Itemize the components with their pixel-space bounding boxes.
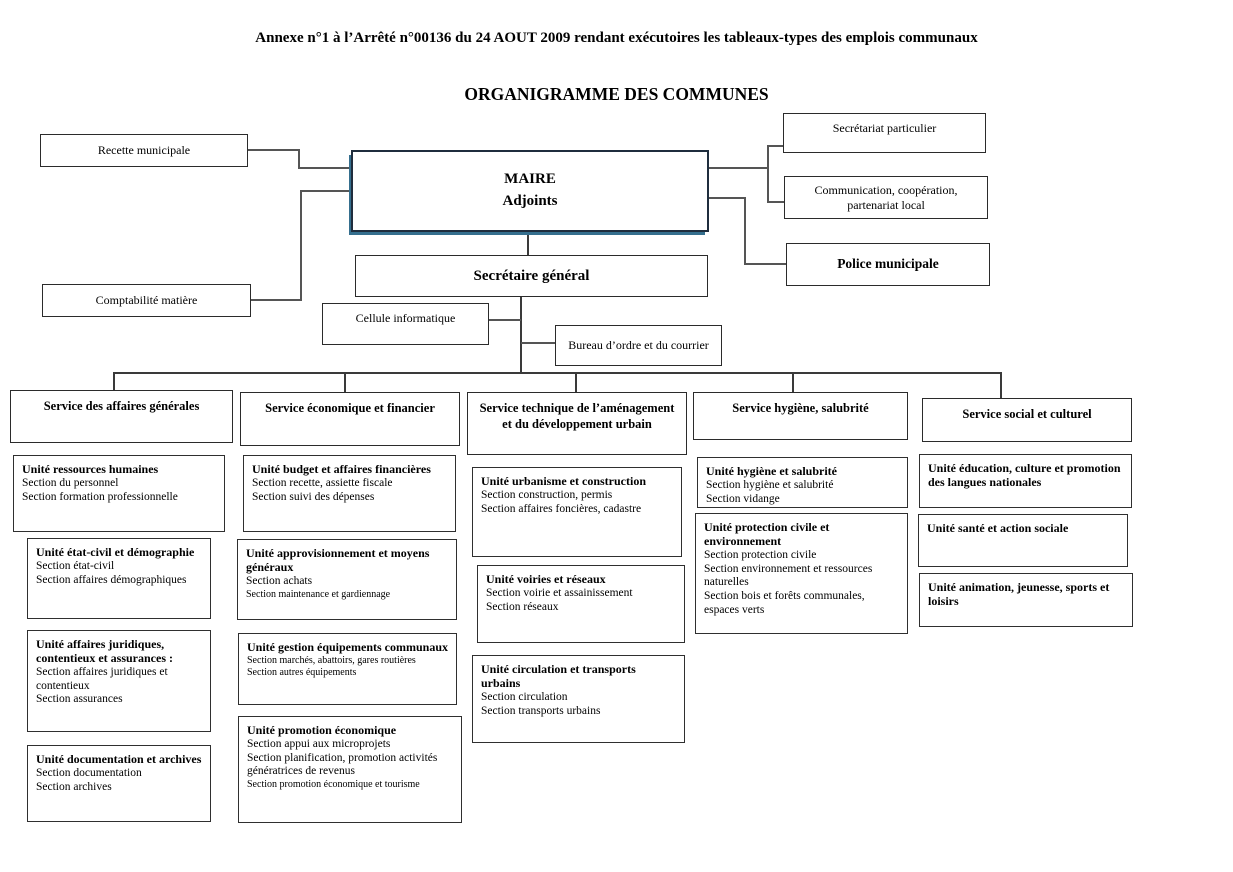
unit-box-ressources-humaines: Unité ressources humaines Section du per… [13, 455, 225, 532]
connector-line [300, 190, 351, 192]
section-line: Section promotion économique et tourisme [247, 778, 420, 790]
unit-box-voiries-reseaux: Unité voiries et réseaux Section voirie … [477, 565, 685, 643]
service-header-economique-financier: Service économique et financier [240, 392, 460, 446]
connector-line [251, 299, 302, 301]
section-line: Section recette, assiette fiscale [252, 477, 393, 490]
section-line: Section hygiène et salubrité [706, 479, 834, 492]
connector-line [298, 149, 300, 169]
section-line: Section du personnel [22, 477, 119, 490]
section-line: Section environnement et ressources natu… [704, 562, 873, 589]
service-header-affaires-generales: Service des affaires générales [10, 390, 233, 443]
box-cellule-informatique: Cellule informatique [322, 303, 489, 345]
unit-box-animation-jeunesse: Unité animation, jeunesse, sports et loi… [919, 573, 1133, 627]
unit-box-gestion-equipements: Unité gestion équipements communaux Sect… [238, 633, 457, 705]
connector-line [527, 232, 529, 255]
section-line: Section autres équipements [247, 666, 357, 678]
section-line: Section marchés, abattoirs, gares routiè… [247, 655, 416, 667]
unit-box-promotion-economique: Unité promotion économique Section appui… [238, 716, 462, 823]
connector-line [520, 297, 522, 374]
unit-box-affaires-juridiques: Unité affaires juridiques, contentieux e… [27, 630, 211, 732]
unit-box-circulation-transports: Unité circulation et transports urbains … [472, 655, 685, 743]
connector-line [767, 201, 784, 203]
section-line: Section documentation [36, 767, 142, 780]
section-line: Section achats [246, 575, 313, 588]
section-line: Section voirie et assainissement [486, 587, 633, 600]
connector-line [709, 197, 746, 199]
unit-box-urbanisme-construction: Unité urbanisme et construction Section … [472, 467, 682, 557]
maire-label: MAIRE [504, 171, 556, 188]
section-line: Section réseaux [486, 600, 559, 613]
box-recette-municipale: Recette municipale [40, 134, 248, 167]
connector-line [300, 190, 302, 301]
box-secretariat-particulier: Secrétariat particulier [783, 113, 986, 153]
unit-box-budget-finances: Unité budget et affaires financières Sec… [243, 455, 456, 532]
section-line: Section bois et forêts communales, espac… [704, 590, 865, 616]
section-line: Section assurances [36, 693, 123, 706]
section-line: Section maintenance et gardiennage [246, 588, 391, 600]
connector-line [767, 145, 769, 203]
unit-box-education-culture: Unité éducation, culture et promotion de… [919, 454, 1132, 508]
unit-box-hygiene-salubrite: Unité hygiène et salubrité Section hygiè… [697, 457, 908, 508]
section-line: Section affaires foncières, cadastre [481, 502, 642, 515]
connector-line [744, 263, 786, 265]
section-line: Section appui aux microprojets [247, 738, 391, 751]
connector-line [344, 372, 346, 392]
service-header-hygiene-salubrite: Service hygiène, salubrité [693, 392, 908, 440]
section-line: Section état-civil [36, 560, 115, 573]
unit-box-etat-civil: Unité état-civil et démographie Section … [27, 538, 211, 619]
box-comptabilite-matiere: Comptabilité matière [42, 284, 251, 317]
adjoints-label: Adjoints [502, 193, 558, 209]
connector-line [113, 372, 1002, 374]
unit-box-approvisionnement: Unité approvisionnement et moyens généra… [237, 539, 457, 620]
connector-line [298, 167, 351, 169]
section-line: Section formation professionnelle [22, 490, 178, 503]
unit-box-sante-action-sociale: Unité santé et action sociale [918, 514, 1128, 567]
page-title: Annexe n°1 à l’Arrêté n°00136 du 24 AOUT… [255, 30, 978, 46]
section-line: Section protection civile [704, 549, 817, 562]
box-communication: Communication, coopération, partenariat … [784, 176, 988, 219]
box-maire-adjoints: MAIRE Adjoints [351, 150, 709, 232]
connector-line [767, 145, 783, 147]
connector-line [709, 167, 769, 169]
connector-line [521, 342, 555, 344]
box-bureau-ordre: Bureau d’ordre et du courrier [555, 325, 722, 366]
connector-line [113, 372, 115, 390]
section-line: Section archives [36, 780, 112, 793]
section-line: Section planification, promotion activit… [247, 751, 438, 778]
section-line: Section affaires démographiques [36, 573, 187, 586]
connector-line [1000, 372, 1002, 398]
section-line: Section construction, permis [481, 489, 613, 502]
connector-line [792, 372, 794, 392]
unit-box-documentation-archives: Unité documentation et archives Section … [27, 745, 211, 822]
section-line: Section vidange [706, 492, 780, 505]
box-police-municipale: Police municipale [786, 243, 990, 286]
connector-line [489, 319, 521, 321]
chart-title: ORGANIGRAMME DES COMMUNES [464, 84, 769, 104]
connector-line [744, 197, 746, 265]
unit-box-protection-civile: Unité protection civile et environnement… [695, 513, 908, 634]
box-secretaire-general: Secrétaire général [355, 255, 708, 297]
section-line: Section circulation [481, 691, 568, 704]
connector-line [248, 149, 300, 151]
connector-line [575, 372, 577, 392]
service-header-social-culturel: Service social et culturel [922, 398, 1132, 442]
section-line: Section suivi des dépenses [252, 490, 375, 503]
section-line: Section transports urbains [481, 704, 601, 717]
section-line: Section affaires juridiques et contentie… [36, 666, 168, 692]
service-header-technique: Service technique de l’aménagement et du… [467, 392, 687, 455]
